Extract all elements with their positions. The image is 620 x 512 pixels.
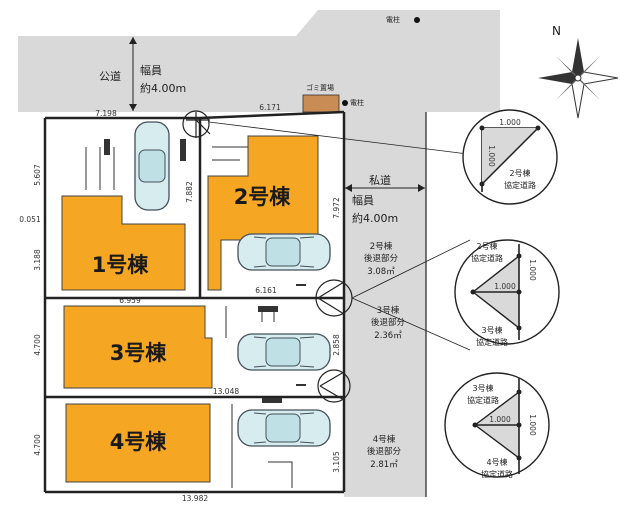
house-1-footprint (61, 195, 186, 291)
house-2-label: 2号棟 (234, 185, 292, 209)
detail-circle-2: 2号棟 協定道路 1.000 1.000 3号棟 協定道路 (454, 239, 560, 347)
detail-2-top-label-1: 2号棟 (476, 241, 497, 251)
dim-top-left: 7.198 (95, 109, 117, 118)
dim-right-lot4: 3.105 (332, 451, 341, 473)
detail-3-side: 1.000 (528, 414, 537, 436)
dim-lot3-bottom: 13.048 (213, 387, 239, 396)
dim-left-upper: 5.607 (33, 164, 42, 186)
detail-circle-3: 3号棟 協定道路 1.000 1.000 4号棟 協定道路 (444, 372, 550, 479)
detail-3-top-label-1: 3号棟 (472, 383, 493, 393)
public-road-label: 公道 (99, 69, 121, 83)
dim-lot2-left: 7.882 (185, 181, 194, 203)
dim-bottom: 13.982 (182, 494, 208, 503)
house-4-label: 4号棟 (110, 430, 168, 454)
dim-left-lot4: 4.700 (33, 434, 42, 456)
house-3-label: 3号棟 (110, 341, 168, 365)
detail-2-middle: 1.000 (494, 282, 516, 291)
driveway-markers (296, 284, 306, 386)
setback-2-area: 3.08㎡ (367, 267, 395, 277)
setback-3-area: 2.36㎡ (374, 331, 402, 341)
detail-2-bottom-label-1: 3号棟 (481, 325, 502, 335)
site-boundary (43, 110, 346, 494)
detail-3-top-label-2: 協定道路 (467, 395, 499, 405)
setback-3-title: 3号棟 (377, 305, 400, 316)
detail-1-top: 1.000 (499, 118, 521, 127)
dim-top-right: 6.171 (259, 103, 281, 112)
detail-3-bottom-label-1: 4号棟 (486, 457, 507, 467)
detail-2-side: 1.000 (528, 259, 537, 281)
detail-1-side: 1.000 (487, 145, 496, 167)
setback-4-subtitle: 後退部分 (367, 446, 402, 457)
public-road (18, 10, 500, 112)
detail-1-label-2: 協定道路 (504, 180, 536, 190)
setback-2-title: 2号棟 (370, 241, 393, 252)
north-compass-icon (538, 38, 619, 119)
house-3-footprint (63, 305, 213, 389)
dim-lot1-bottom: 6.959 (119, 296, 141, 305)
dim-left-small: 0.051 (19, 215, 41, 224)
garbage-label: ゴミ置場 (306, 83, 334, 92)
setback-4-area: 2.81㎡ (370, 460, 398, 470)
car-lot-1 (134, 121, 170, 211)
detail-3-bottom-label-2: 協定道路 (481, 469, 513, 479)
car-lot-3 (237, 333, 331, 371)
detail-2-top-label-2: 協定道路 (471, 253, 503, 263)
detail-3-middle: 1.000 (489, 415, 511, 424)
detail-circle-1: 1.000 1.000 2号棟 協定道路 (462, 109, 558, 205)
garbage-area (302, 94, 340, 113)
dim-left-lot3: 4.700 (33, 334, 42, 356)
house-1-label: 1号棟 (92, 253, 150, 277)
setback-4-title: 4号棟 (373, 434, 396, 445)
utility-pole-right (342, 100, 348, 106)
house-4-footprint (65, 403, 211, 483)
dim-lot2-right: 7.972 (332, 197, 341, 219)
utility-pole-label-top: 電柱 (386, 15, 400, 24)
utility-pole-top (414, 17, 420, 23)
north-label: N (552, 24, 561, 38)
car-lot-4 (237, 409, 331, 447)
dim-right-lot3: 2.858 (332, 334, 341, 356)
private-road-width-value: 約4.00m (352, 211, 398, 225)
private-road-width-label: 幅員 (352, 194, 374, 207)
public-road-width-value: 約4.00m (140, 81, 186, 95)
setback-2-subtitle: 後退部分 (364, 253, 399, 264)
utility-pole-label-right: 電柱 (350, 98, 364, 107)
private-road (344, 112, 426, 497)
corner-detail-markers (182, 110, 477, 403)
detail-1-label-1: 2号棟 (509, 168, 530, 178)
private-road-label: 私道 (369, 173, 391, 187)
dim-left-lower: 3.188 (33, 249, 42, 271)
car-lot-2 (237, 233, 331, 271)
dim-lot2-bottom: 6.161 (255, 286, 277, 295)
setback-3-subtitle: 後退部分 (371, 317, 406, 328)
detail-2-bottom-label-2: 協定道路 (476, 337, 508, 347)
public-road-width-label: 幅員 (140, 64, 162, 77)
